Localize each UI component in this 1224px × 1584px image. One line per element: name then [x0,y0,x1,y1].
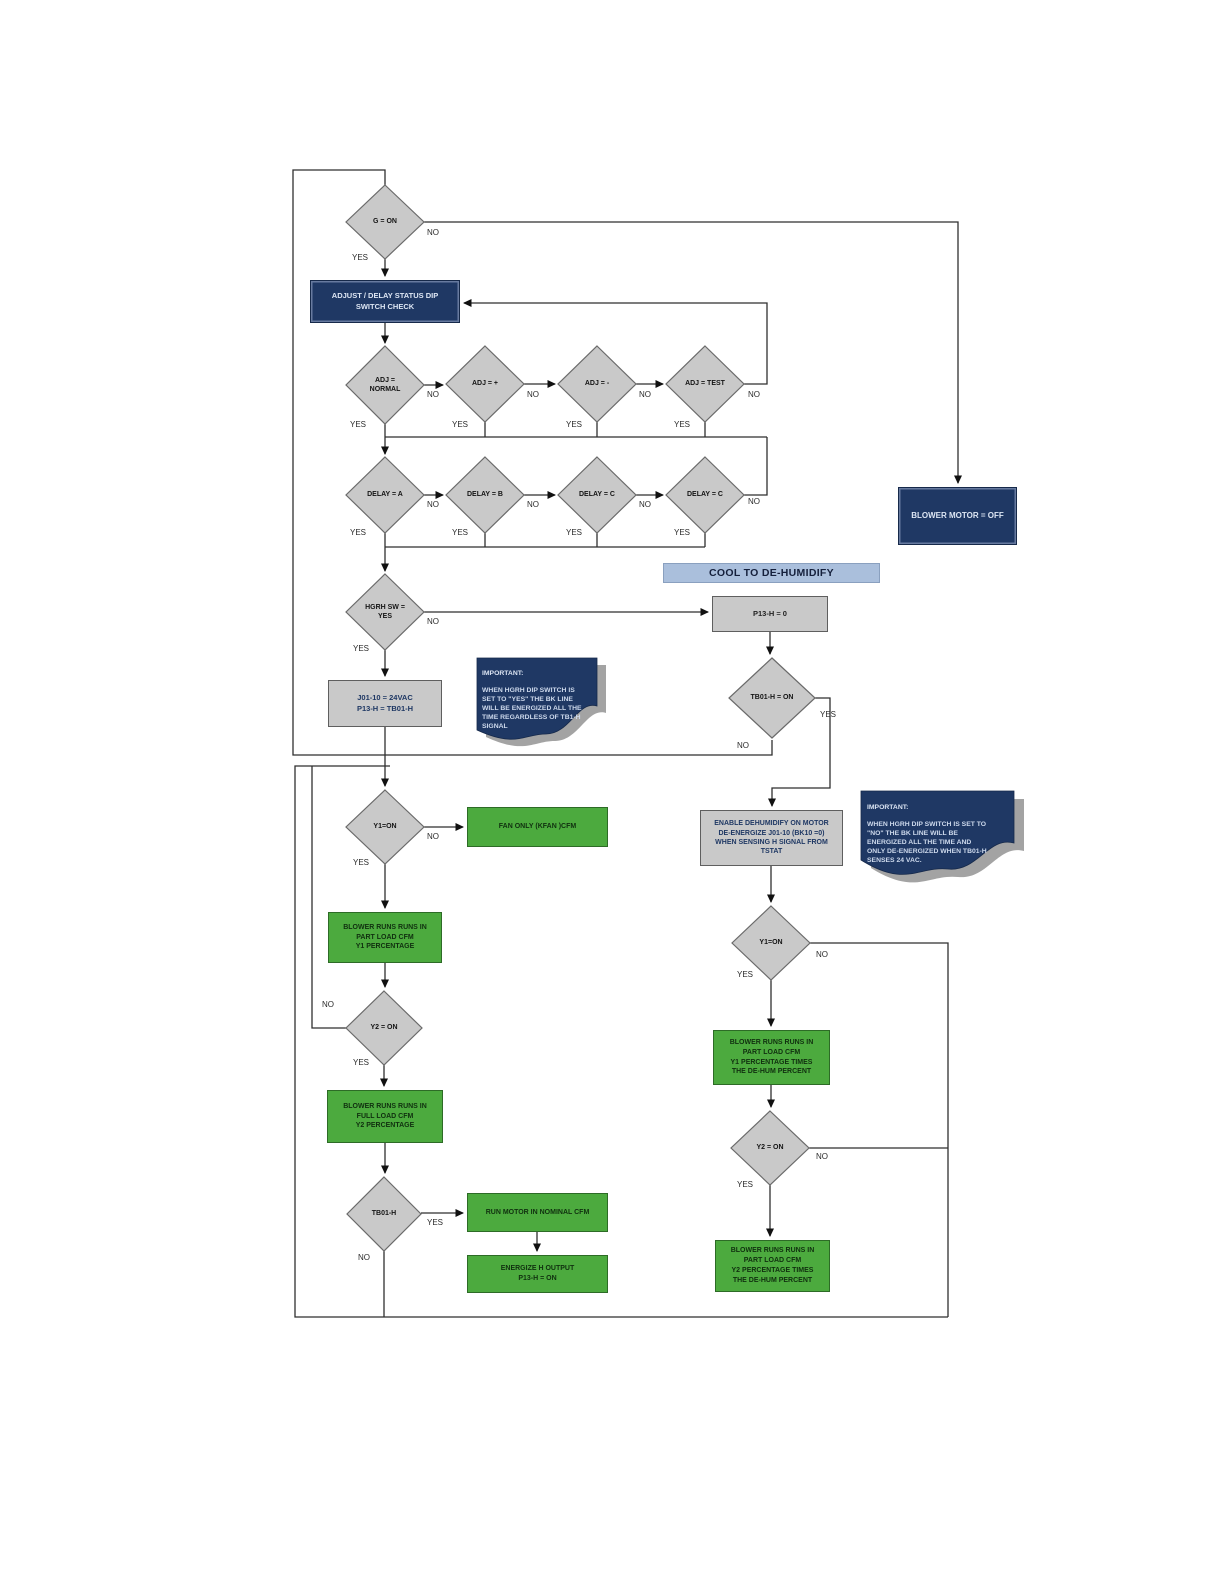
edge-label-delayc2-no: NO [748,497,760,506]
edge-label-y1r-no: NO [816,950,828,959]
note-hgrh-no: IMPORTANT: WHEN HGRH DIP SWITCH IS SET T… [867,795,1009,866]
decision-y2-left-shape [345,990,423,1066]
decision-y1-left-label: Y1=ON [373,823,397,831]
process-fan-only-cfm: FAN ONLY (KFAN )CFM [467,807,608,847]
decision-y1-left-shape [345,789,425,865]
process-full-load-y2: BLOWER RUNS RUNS IN FULL LOAD CFM Y2 PER… [327,1090,443,1143]
edge-adjtest-no-loop [463,299,768,385]
edge-label-y2l-no: NO [322,1000,334,1009]
edge-delayc2-no [744,437,768,496]
decision-adj-plus-shape [445,345,525,423]
edge-label-gon-yes: YES [352,253,369,262]
edge-label-adjnormal-no: NO [427,390,439,399]
edge-label-hgrh-no: NO [427,617,439,626]
decision-tb01-on-label: TB01-H = ON [750,694,794,702]
edge-gon-no [424,221,962,484]
decision-y1-right-shape [731,905,811,981]
edge-delay-yes-bus [384,533,706,548]
decision-adj-minus-label: ADJ = - [584,380,610,388]
decision-y2-left-label: Y2 = ON [370,1024,398,1032]
process-enable-dehumidify: ENABLE DEHUMIDIFY ON MOTOR DE-ENERGIZE J… [700,810,843,866]
decision-tb01-on-shape [728,657,816,739]
edge-label-delayc1-yes: YES [566,528,583,537]
edge-label-adjnormal-yes: YES [350,420,367,429]
decision-adj-normal-label: ADJ = NORMAL [369,376,401,393]
decision-tb01-left-shape [346,1176,422,1252]
process-adjust-delay-dip-check: ADJUST / DELAY STATUS DIP SWITCH CHECK [310,280,460,323]
decision-y2-right-label: Y2 = ON [756,1144,784,1152]
section-banner-cool-to-dehumidify: COOL TO DE-HUMIDIFY [663,563,880,583]
process-blower-motor-off: BLOWER MOTOR = OFF [898,487,1017,545]
edge-label-y2l-yes: YES [353,1058,370,1067]
process-part-load-y2-dehum: BLOWER RUNS RUNS IN PART LOAD CFM Y2 PER… [715,1240,830,1292]
edge-label-delaya-no: NO [427,500,439,509]
edge-label-tb01l-yes: YES [427,1218,444,1227]
decision-delay-c2-shape [665,456,745,534]
edge-label-adjtest-no: NO [748,390,760,399]
edge-label-adjminus-no: NO [639,390,651,399]
process-run-motor-nominal: RUN MOTOR IN NOMINAL CFM [467,1193,608,1232]
edge-label-gon-no: NO [427,228,439,237]
edge-label-tb01l-no: NO [358,1253,370,1262]
edge-label-adjplus-yes: YES [452,420,469,429]
decision-y2-right-shape [730,1110,810,1186]
decision-hgrh-shape [345,573,425,651]
process-part-load-y1-dehum: BLOWER RUNS RUNS IN PART LOAD CFM Y1 PER… [713,1030,830,1085]
edge-y2l-no [311,766,347,1029]
decision-g-on-shape [345,184,425,260]
edge-label-delayc1-no: NO [639,500,651,509]
note-hgrh-yes-shape [476,657,598,740]
decision-adj-test-shape [665,345,745,423]
decision-delay-c2-label: DELAY = C [687,491,723,499]
edge-label-delayb-no: NO [527,500,539,509]
edge-label-delayb-yes: YES [452,528,469,537]
process-part-load-y1: BLOWER RUNS RUNS IN PART LOAD CFM Y1 PER… [328,912,442,963]
edge-label-adjtest-yes: YES [674,420,691,429]
edge-tb01on-no-loop [292,169,773,756]
edge-label-y1l-no: NO [427,832,439,841]
edge-adj-yes-bus [384,422,767,438]
edge-label-y2r-no: NO [816,1152,828,1161]
edge-label-y1r-yes: YES [737,970,754,979]
edge-y1r-no [810,942,949,1317]
decision-adj-minus-shape [557,345,637,423]
decision-adj-plus-label: ADJ = + [471,380,499,388]
edge-label-tb01on-yes: YES [820,710,837,719]
note-hgrh-yes-title: IMPORTANT: [482,669,524,677]
decision-delay-b-shape [445,456,525,534]
edge-label-adjminus-yes: YES [566,420,583,429]
decision-hgrh-label: HGRH SW = YES [365,603,405,620]
edge-label-y1l-yes: YES [353,858,370,867]
process-j01-24vac: J01-10 = 24VAC P13-H = TB01-H [328,680,442,727]
edge-label-delayc2-yes: YES [674,528,691,537]
edge-label-adjplus-no: NO [527,390,539,399]
note-hgrh-yes: IMPORTANT: WHEN HGRH DIP SWITCH IS SET T… [482,661,594,732]
edge-label-tb01on-no: NO [737,741,749,750]
process-energize-h-output: ENERGIZE H OUTPUT P13-H = ON [467,1255,608,1293]
decision-g-on-label: G = ON [373,218,397,226]
decision-delay-c1-shape [557,456,637,534]
decision-adj-normal-shape [345,345,425,425]
decision-delay-a-label: DELAY = A [367,491,403,499]
decision-delay-c1-label: DELAY = C [579,491,615,499]
note-hgrh-no-body: WHEN HGRH DIP SWITCH IS SET TO "NO" THE … [867,821,987,864]
decision-delay-b-label: DELAY = B [467,491,503,499]
decision-y1-right-label: Y1=ON [759,939,783,947]
note-hgrh-no-title: IMPORTANT: [867,803,909,811]
edge-tb01on-yes [768,697,831,807]
edge-label-hgrh-yes: YES [353,644,370,653]
note-hgrh-no-shape [860,790,1015,875]
decision-tb01-left-label: TB01-H [371,1210,397,1218]
decision-delay-a-shape [345,456,425,534]
process-p13h-0: P13-H = 0 [712,596,828,632]
edge-label-delaya-yes: YES [350,528,367,537]
decision-adj-test-label: ADJ = TEST [685,380,725,388]
edge-label-y2r-yes: YES [737,1180,754,1189]
note-hgrh-yes-body: WHEN HGRH DIP SWITCH IS SET TO "YES" THE… [482,687,582,730]
edge-lower-border [294,765,948,1318]
